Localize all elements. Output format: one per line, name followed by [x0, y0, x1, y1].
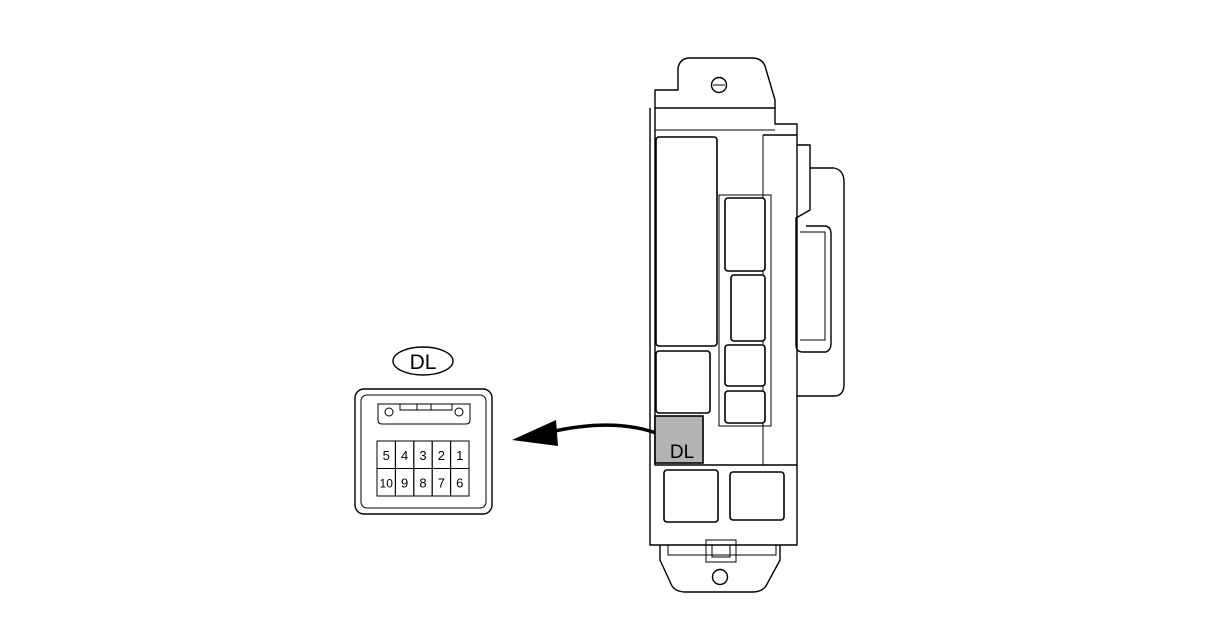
- pin-number: 9: [401, 475, 408, 490]
- junction-block: DL: [649, 57, 845, 593]
- pin-cell: [450, 468, 470, 497]
- pin-number: 3: [419, 448, 426, 463]
- pin-number: 7: [438, 475, 445, 490]
- pin-number: 1: [456, 448, 463, 463]
- dl-location-label: DL: [670, 442, 694, 463]
- pin-number: 10: [380, 476, 394, 490]
- location-arrow: [512, 420, 667, 446]
- pin-number: 6: [456, 475, 463, 490]
- connector-label-badge: DL: [392, 346, 454, 376]
- dl-connector-location: [654, 415, 704, 464]
- pin-number: 8: [419, 475, 426, 490]
- connector-label: DL: [410, 351, 437, 374]
- pin-number: 5: [383, 448, 390, 463]
- pin-number: 4: [401, 448, 408, 463]
- pin-number: 2: [438, 448, 445, 463]
